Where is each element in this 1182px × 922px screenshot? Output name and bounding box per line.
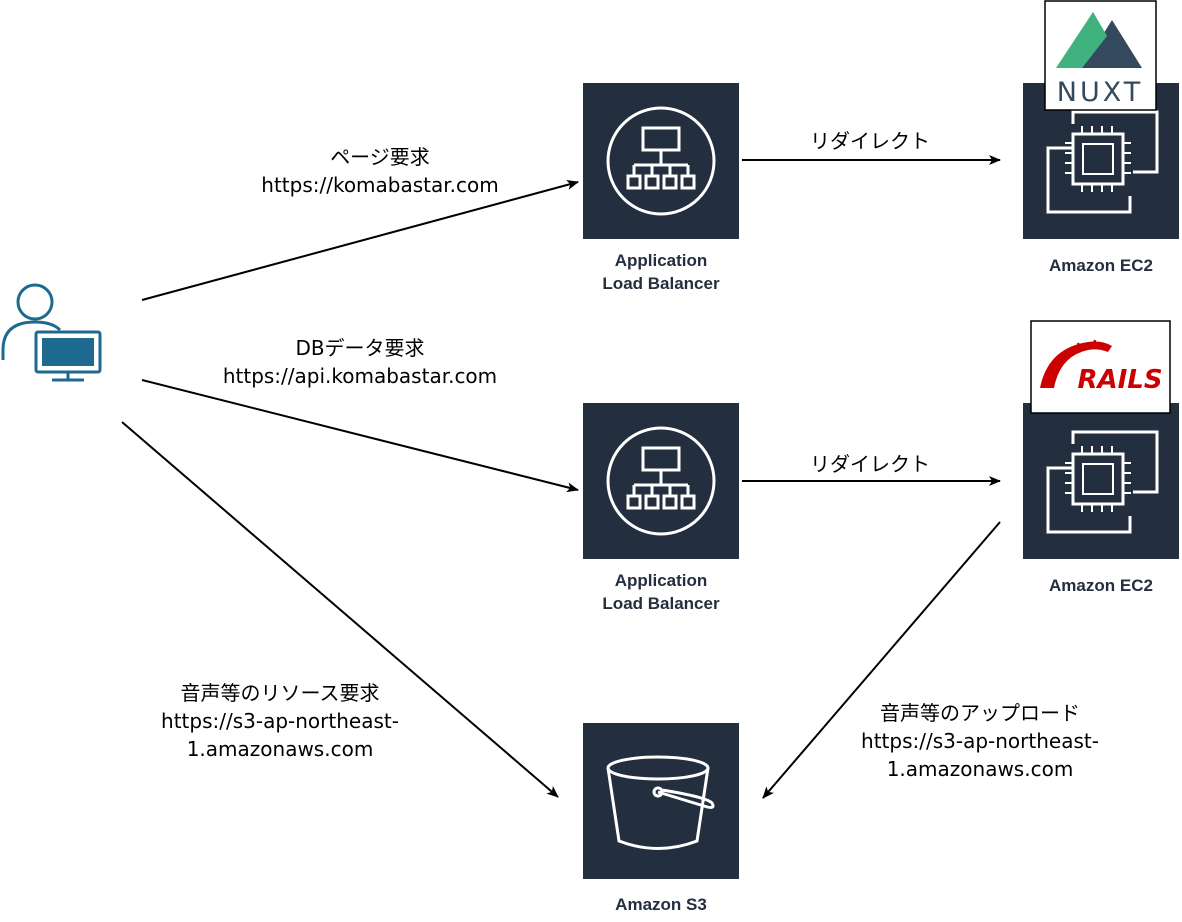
rails-logo-text: RAILS [1077,365,1162,395]
alb-label-line1: Application [615,251,708,270]
ec2-label-rails: Amazon EC2 [1049,576,1153,595]
edge-label-redirect-1: リダイレクト [810,129,930,153]
ec2-chip-icon [1046,110,1159,214]
edge-db-request: DBデータ要求 https://api.komabastar.com [141,336,579,493]
s3-node: Amazon S3 [583,723,739,914]
ec2-label-nuxt: Amazon EC2 [1049,256,1153,275]
edge-url2-resource-request: 1.amazonaws.com [187,737,374,761]
alb-label-line2: Load Balancer [602,274,720,293]
edge-redirect-2: リダイレクト [742,452,1001,486]
ec2-node-nuxt: Amazon EC2 [1023,83,1179,275]
edge-label-upload: 音声等のアップロード [880,701,1080,725]
edge-url2-upload: 1.amazonaws.com [887,757,1074,781]
rails-logo: RAILS [1030,320,1171,414]
edge-url-upload: https://s3-ap-northeast- [861,729,1099,753]
s3-label: Amazon S3 [615,895,707,914]
ec2-chip-icon [1046,430,1159,534]
ec2-node-rails: Amazon EC2 [1023,403,1179,595]
load-balancer-icon [606,426,716,536]
edge-url-page-request: https://komabastar.com [261,173,498,197]
alb-node-1: Application Load Balancer [583,83,739,293]
nuxt-logo: NUXT [1044,0,1157,111]
load-balancer-icon [606,106,716,216]
edge-label-page-request: ページ要求 [330,145,430,169]
user-computer-icon [1,283,102,382]
edge-url-db-request: https://api.komabastar.com [223,364,497,388]
edge-redirect-1: リダイレクト [742,129,1001,165]
edge-url-resource-request: https://s3-ap-northeast- [161,709,399,733]
alb-node-2: Application Load Balancer [583,403,739,613]
alb-label-line1: Application [615,571,708,590]
s3-bucket-icon [606,755,715,850]
edge-label-redirect-2: リダイレクト [810,452,930,476]
edge-label-db-request: DBデータ要求 [295,336,424,360]
edge-upload: 音声等のアップロード https://s3-ap-northeast- 1.am… [762,521,1099,799]
edge-label-resource-request: 音声等のリソース要求 [181,681,380,705]
alb-label-line2: Load Balancer [602,594,720,613]
edge-resource-request: 音声等のリソース要求 https://s3-ap-northeast- 1.am… [121,421,559,798]
nuxt-logo-text: NUXT [1057,77,1143,108]
edge-page-request: ページ要求 https://komabastar.com [141,145,579,301]
